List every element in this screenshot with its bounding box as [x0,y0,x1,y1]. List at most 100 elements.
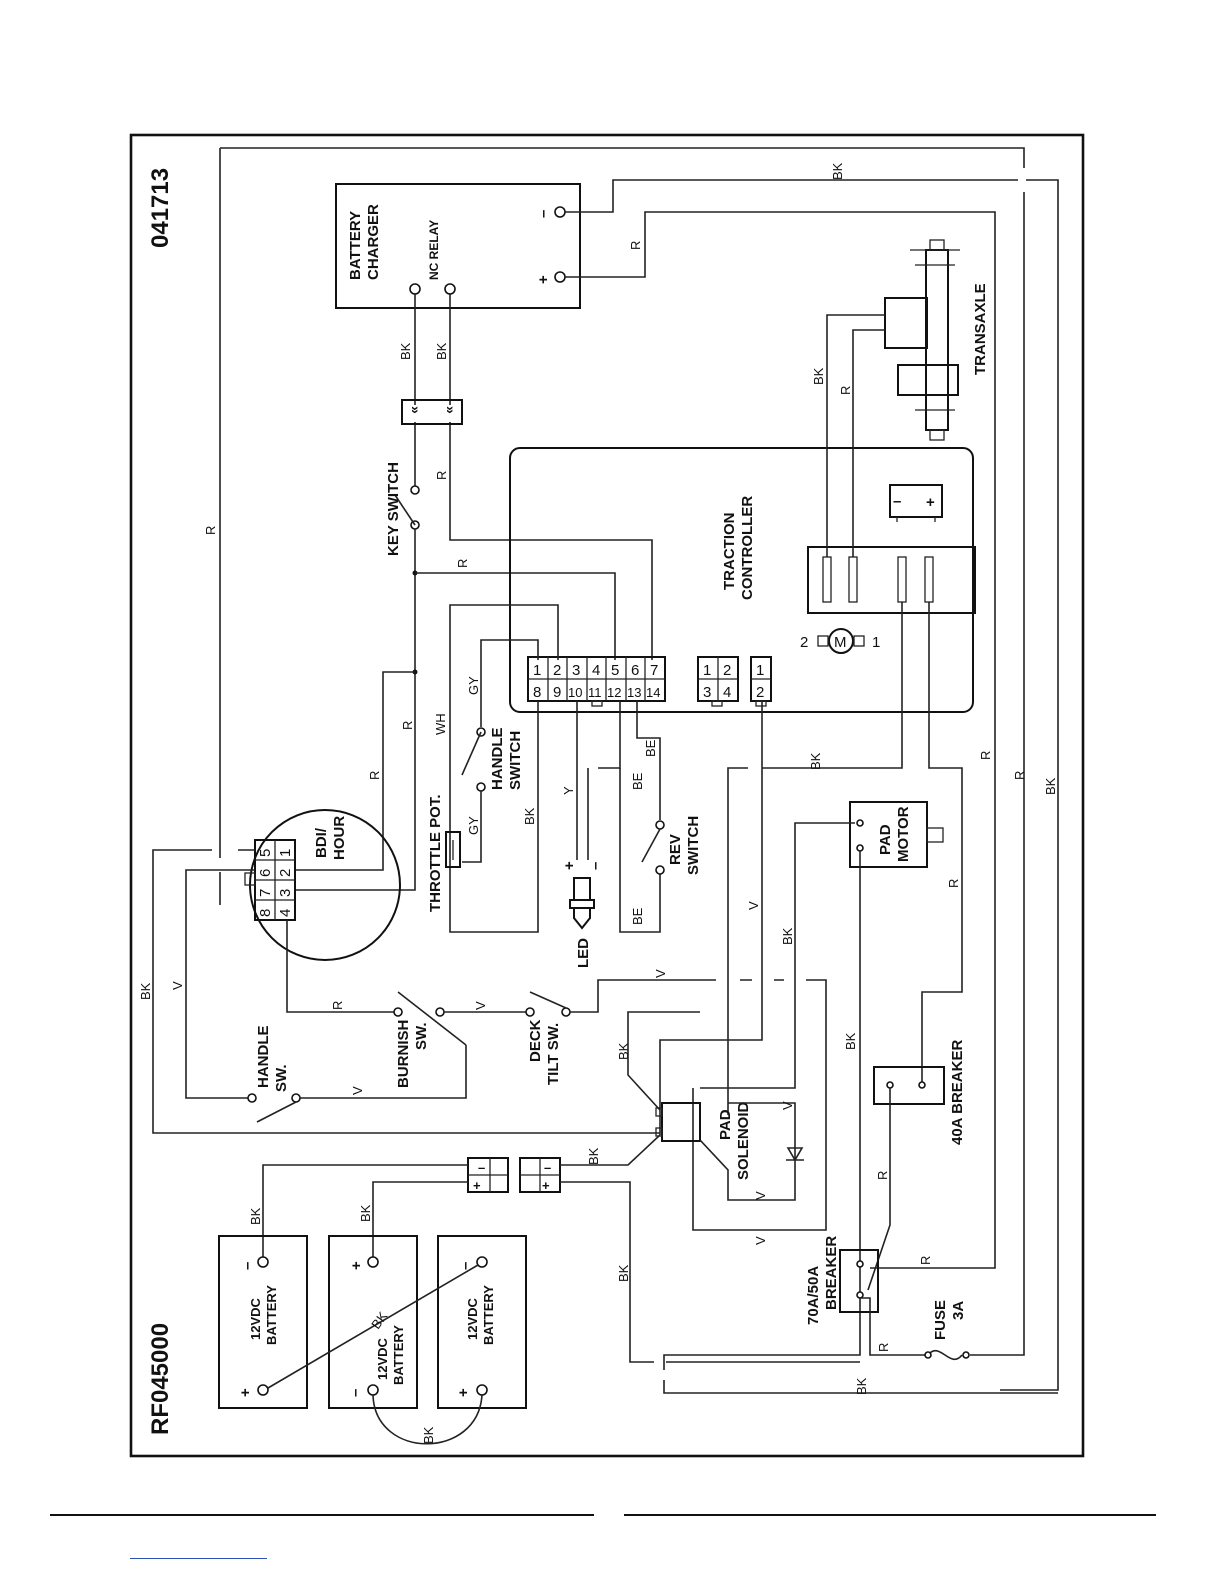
charger-negative-terminal [554,206,566,218]
wire-v-bus-center [659,701,763,1135]
wire-rev-return-be [619,768,661,933]
wire-led-be [587,701,621,860]
controller-battery-minus: – [893,493,901,510]
wire-charger-positive-r [565,211,996,1269]
controller-motor-letter: M [834,634,847,651]
wire-label-r-fuse: R [876,1343,891,1352]
burnish-sw-terminal-b [435,1007,445,1017]
main-pin-4: 4 [592,662,600,679]
handle-sw-lower-label-2: SW. [273,1064,290,1092]
rev-switch-label-1: REV [667,834,684,865]
traction-controller-label-2: CONTROLLER [739,496,756,600]
four-pin-connector: 1 2 3 4 [697,656,739,707]
wire-connector-to-breaker-bk [560,1181,860,1363]
battery-1-positive-terminal [257,1384,269,1396]
wire-solenoid-bk-loop [627,1011,700,1111]
two-pin-1: 1 [756,662,764,679]
breaker-40a-box [873,1066,945,1105]
drawing-number: 041713 [147,168,174,248]
pad-motor-terminal-b [856,844,864,852]
battery-3-plus: + [455,1388,472,1397]
controller-motor-symbol [828,628,854,654]
four-pin-4: 4 [723,684,731,701]
wire-label-bk-pad: BK [780,927,795,945]
diagram-border [129,133,1085,1458]
fuse-terminal-a [924,1351,932,1359]
wire-battery-bk-main [262,1164,468,1258]
handle-sw-lower-terminal-b [291,1093,301,1103]
battery-3-label-1: 12VDC [465,1297,480,1340]
main-pin-6: 6 [631,662,639,679]
wire-label-gy-bottom: GY [466,816,481,835]
bdi-hour-label-1: BDI/ [313,827,330,858]
wire-label-r-bdi: R [367,771,382,780]
wire-label-r-relay: R [434,471,449,480]
main-pin-3: 3 [572,662,580,679]
key-switch-label: KEY SWITCH [385,462,402,556]
wire-rev-be [636,701,661,820]
main-pin-9: 9 [553,684,561,701]
main-pin-11: 11 [588,685,602,700]
wire-red-to-bdi [295,671,415,871]
wire-label-r-mid: R [400,721,415,730]
battery-connector-plus-left: + [473,1178,481,1193]
bdi-pin-8: 8 [257,909,274,917]
charger-relay-terminal-a [409,283,421,295]
battery-2-minus: – [347,1389,364,1397]
wire-label-bk-transaxle: BK [811,367,826,385]
handle-switch-upper-blade [461,731,482,776]
battery-3-label-2: BATTERY [481,1285,496,1345]
wire-label-r-charger: R [628,241,643,250]
bdi-pin-4: 4 [277,909,294,917]
rev-switch-blade [641,828,661,863]
wire-label-be-1: BE [643,739,658,757]
battery-1-label-1: 12VDC [248,1297,263,1340]
wire-handle-switch-to-pot [462,791,482,863]
breaker-70a-label-2: BREAKER [823,1236,840,1310]
wire-label-bk-throttle: BK [522,807,537,825]
led-plus: + [561,861,578,870]
wire-label-v-pad: V [746,901,761,910]
bdi-pin-7: 7 [257,889,274,897]
wire-label-bk-bdi: BK [138,982,153,1000]
four-pin-3: 3 [703,684,711,701]
breaker-70a-terminal-b [856,1291,864,1299]
burnish-sw-label-1: BURNISH [395,1020,412,1088]
main-pin-2: 2 [553,662,561,679]
key-switch-terminal-top [410,485,420,495]
wire-label-v-handle: V [350,1086,365,1095]
wire-transaxle-r [852,329,885,557]
wire-controller-bk-out [727,602,903,1115]
wire-label-gy-top: GY [466,676,481,695]
transaxle-label: TRANSAXLE [972,283,989,375]
pad-solenoid-body [661,1102,701,1142]
breaker-70a-terminal-a [856,1260,864,1268]
wire-label-v-lower: V [753,1236,768,1245]
wire-relay-bk-b [449,294,653,660]
wire-label-bk-bat-2: BK [358,1204,373,1222]
wire-key-to-pin6 [415,572,616,660]
bdi-pin-5: 5 [257,849,274,857]
wire-burnish-to-handle [296,1045,467,1099]
wire-label-bk-bottom: BK [854,1377,869,1395]
burnish-sw-terminal-a [393,1007,403,1017]
inline-connector-chevron-b: » [443,406,459,414]
key-switch-blade [394,494,416,526]
breaker-70a-box [839,1249,879,1313]
main-pin-14: 14 [646,685,660,700]
wire-label-bk-right: BK [1043,777,1058,795]
footer-link-underline[interactable] [130,1558,267,1559]
wire-label-v-diode: V [780,1101,795,1110]
main-pin-8: 8 [533,684,541,701]
battery-1-label-2: BATTERY [264,1285,279,1345]
battery-2: + – 12VDC BATTERY [328,1235,418,1409]
main-pin-1: 1 [533,662,541,679]
wire-label-bk-arc: BK [421,1426,436,1444]
battery-3-minus: – [457,1262,474,1270]
wire-bdi-r-to-burnish [286,920,398,1013]
led-label: LED [575,938,592,968]
controller-battery-plus: + [926,494,935,511]
wire-label-bk-lower: BK [843,1032,858,1050]
wire-label-v-bdi: V [170,981,185,990]
